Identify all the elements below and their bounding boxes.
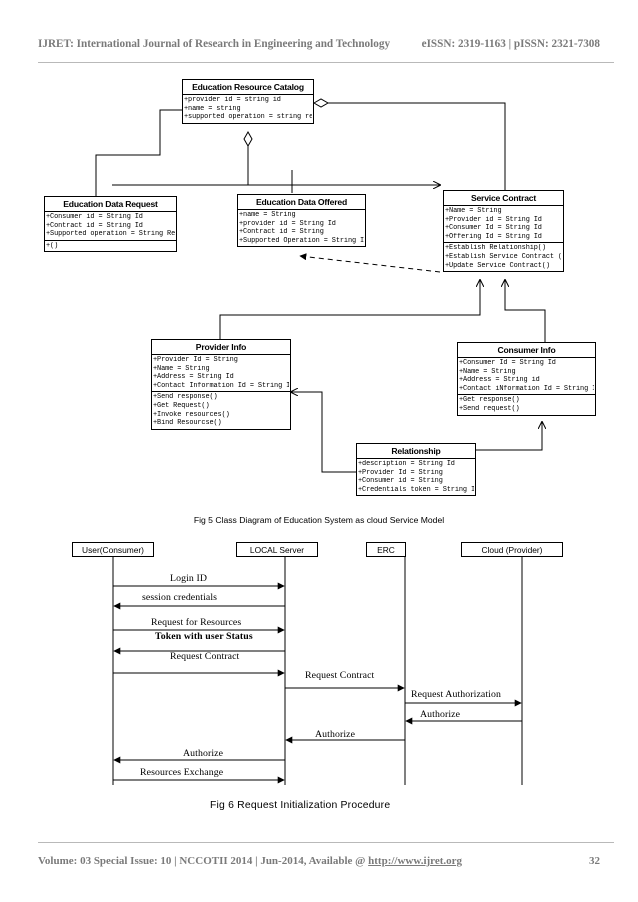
catalog-request-link: [95, 109, 183, 197]
class-attribute: +Provider Id = String: [153, 356, 238, 364]
class-service-contract: Service Contract +Name = String +Provide…: [443, 190, 564, 273]
class-attribute: +description = String Id: [358, 460, 455, 468]
class-operation: +Invoke resources(): [153, 410, 230, 419]
class-operation: +Get response(): [459, 396, 520, 405]
class-title: Consumer Info: [458, 343, 595, 358]
class-attributes: +provider id = string id +name = string …: [183, 95, 313, 123]
journal-issn: eISSN: 2319-1163 | pISSN: 2321-7308: [421, 38, 600, 50]
class-operations: +(): [45, 241, 176, 252]
class-title: Education Data Offered: [238, 195, 365, 210]
class-attribute: +Name = String: [459, 367, 516, 376]
class-attribute: +name = String: [239, 211, 296, 219]
class-attribute: +Supported Operation = String Id: [239, 236, 364, 245]
class-education-resource-catalog: Education Resource Catalog +provider id …: [182, 79, 314, 124]
footer-text: Volume: 03 Special Issue: 10 | NCCOTII 2…: [38, 855, 462, 867]
class-attribute: +Consumer id = String: [358, 477, 443, 486]
lifeline-erc: ERC: [366, 542, 406, 557]
aggregation-diamond-icon: [243, 130, 253, 148]
class-attribute: +Contract id = String Id: [46, 221, 143, 230]
message-label: Authorize: [315, 729, 356, 740]
class-operation: +Send request(): [459, 404, 520, 413]
class-attributes: +Consumer id = String Id +Contract id = …: [45, 212, 176, 241]
class-attribute: +Consumer Id = String Id: [459, 359, 556, 367]
journal-title: IJRET: International Journal of Research…: [38, 38, 391, 50]
class-operation: +Update Service Contract(): [445, 261, 550, 270]
aggregation-diamond-icon: [312, 98, 330, 108]
message-label: Resources Exchange: [140, 767, 224, 778]
lifeline-local-server: LOCAL Server: [236, 542, 318, 557]
class-attributes: +Name = String +Provider id = String Id …: [444, 206, 563, 244]
lifeline-cloud-provider: Cloud (Provider): [461, 542, 563, 557]
class-operations: +Get response() +Send request(): [458, 395, 595, 414]
figure-6-caption: Fig 6 Request Initialization Procedure: [210, 800, 391, 811]
class-attribute: +Address = String id: [459, 376, 540, 385]
class-attribute: +Provider id = String Id: [445, 215, 542, 224]
class-operation: +(): [46, 241, 59, 250]
lifeline-user-consumer: User(Consumer): [72, 542, 154, 557]
class-attribute: +Contact iNformation Id = String Id: [459, 384, 594, 393]
class-attribute: +Supported operation = String Ref: [46, 230, 175, 239]
message-label: session credentials: [142, 592, 218, 603]
class-title: Education Data Request: [45, 197, 176, 212]
class-attribute: +Credentials token = String Id: [358, 485, 474, 494]
class-attributes: +name = String +provider id = String Id …: [238, 210, 365, 246]
message-label: Login ID: [170, 573, 207, 584]
class-attributes: +description = String Id +Provider Id = …: [357, 459, 475, 495]
class-education-data-offered: Education Data Offered +name = String +p…: [237, 194, 366, 248]
class-attribute: +provider id = String Id: [239, 219, 336, 228]
class-operation: +Get Request(): [153, 401, 210, 410]
class-title: Relationship: [357, 444, 475, 459]
class-provider-info: Provider Info +Provider Id = String +Nam…: [151, 339, 291, 430]
class-operation: +Establish Service Contract (): [445, 252, 562, 261]
page-number: 32: [589, 855, 600, 867]
class-title: Education Resource Catalog: [183, 80, 313, 95]
message-label: Authorize: [420, 709, 461, 720]
journal-footer: Volume: 03 Special Issue: 10 | NCCOTII 2…: [38, 855, 600, 867]
message-label: Request Contract: [170, 651, 240, 662]
class-attribute: +Contract id = String: [239, 228, 324, 237]
footer-volume: Volume: 03 Special Issue: 10 | NCCOTII 2…: [38, 855, 369, 867]
class-attribute: +Name = String: [445, 207, 502, 215]
class-attribute: +supported operation = string ref: [184, 113, 312, 122]
class-attribute: +Provider Id = String: [358, 468, 443, 477]
class-title: Provider Info: [152, 340, 290, 355]
message-label: Token with user Status: [155, 631, 253, 642]
class-operations: +Establish Relationship() +Establish Ser…: [444, 243, 563, 271]
class-attribute: +Offering Id = String Id: [445, 232, 542, 241]
class-attribute: +Name = String: [153, 364, 210, 373]
footer-rule: [38, 842, 614, 843]
class-title: Service Contract: [444, 191, 563, 206]
class-operation: +Send response(): [153, 393, 218, 402]
class-consumer-info: Consumer Info +Consumer Id = String Id +…: [457, 342, 596, 416]
class-operation: +Bind Resourcse(): [153, 419, 222, 428]
class-attribute: +name = string: [184, 104, 241, 113]
class-attribute: +Contact Information Id = String Id: [153, 381, 289, 390]
footer-link[interactable]: http://www.ijret.org: [368, 855, 463, 867]
header-rule: [38, 62, 614, 63]
class-attributes: +Consumer Id = String Id +Name = String …: [458, 358, 595, 396]
class-attribute: +Consumer id = String Id: [46, 213, 143, 221]
class-relationship: Relationship +description = String Id +P…: [356, 443, 476, 497]
message-label: Request for Resources: [151, 617, 242, 628]
class-attribute: +provider id = string id: [184, 96, 281, 104]
journal-header: IJRET: International Journal of Research…: [38, 38, 600, 50]
class-education-data-request: Education Data Request +Consumer id = St…: [44, 196, 177, 253]
class-operation: +Establish Relationship(): [445, 244, 546, 253]
figure-5-caption: Fig 5 Class Diagram of Education System …: [193, 515, 445, 525]
class-attributes: +Provider Id = String +Name = String +Ad…: [152, 355, 290, 393]
class-attribute: +Consumer Id = String Id: [445, 224, 542, 233]
class-operations: +Send response() +Get Request() +Invoke …: [152, 392, 290, 428]
message-label: Request Contract: [305, 670, 375, 681]
message-label: Authorize: [183, 748, 224, 759]
class-attribute: +Address = String Id: [153, 373, 234, 382]
message-label: Request Authorization: [411, 689, 501, 700]
